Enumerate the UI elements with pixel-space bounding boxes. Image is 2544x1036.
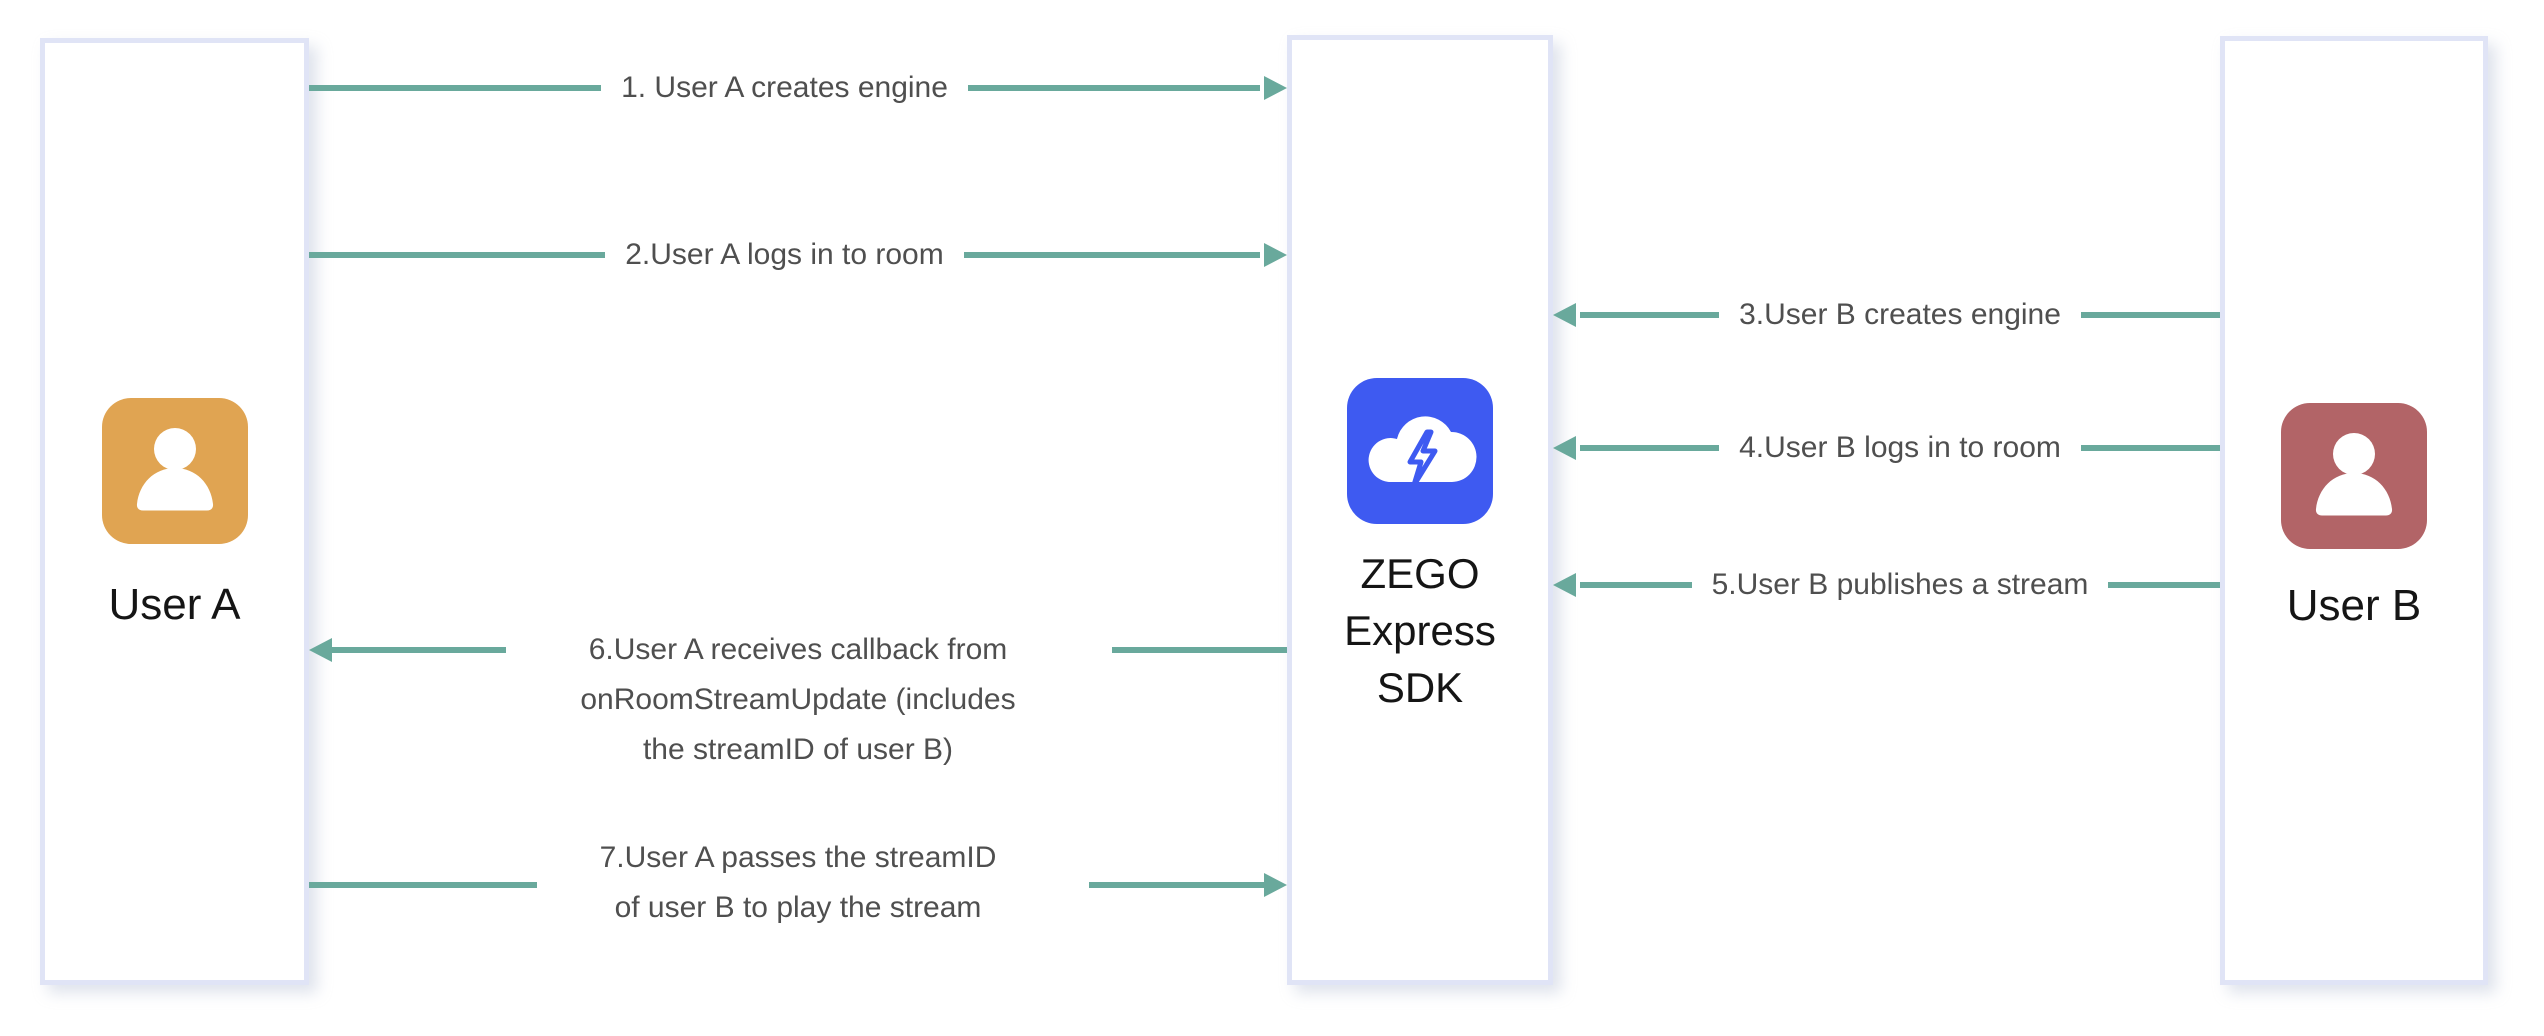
message-1-arrow: 1. User A creates engine xyxy=(309,63,1287,113)
arrowhead-left-icon xyxy=(1553,436,1576,460)
message-6-line: 6.User A receives callback from xyxy=(588,633,1008,666)
sdk-label-line: SDK xyxy=(1376,664,1464,711)
arrowhead-right-icon xyxy=(1264,243,1287,267)
message-7-label: 7.User A passes the streamID of user B t… xyxy=(309,833,1287,933)
message-1-label: 1. User A creates engine xyxy=(621,71,948,104)
sdk-label-line: Express xyxy=(1344,607,1496,654)
arrow-line xyxy=(2080,445,2221,451)
arrowhead-left-icon xyxy=(1553,303,1576,327)
person-icon xyxy=(136,428,213,511)
message-2-arrow: 2.User A logs in to room xyxy=(309,230,1287,280)
message-5-arrow: 5.User B publishes a stream xyxy=(1553,560,2220,610)
message-7-line: of user B to play the stream xyxy=(614,891,982,924)
arrowhead-left-icon xyxy=(1553,573,1576,597)
arrow-line xyxy=(309,882,537,888)
message-3-arrow: 3.User B creates engine xyxy=(1553,290,2220,340)
message-3-label: 3.User B creates engine xyxy=(1739,298,2061,331)
arrow-line xyxy=(309,252,606,258)
person-icon xyxy=(2315,433,2393,516)
arrow-line xyxy=(1580,445,1720,451)
sdk-label-line: ZEGO xyxy=(1360,550,1480,597)
actor-box-user-b: User B xyxy=(2220,36,2488,985)
actor-box-user-a: User A xyxy=(40,38,309,985)
cloud-lightning-icon xyxy=(1368,416,1477,488)
user-a-label: User A xyxy=(108,580,241,629)
arrowhead-left-icon xyxy=(309,638,332,662)
arrow-line xyxy=(330,647,506,653)
sdk-badge xyxy=(1347,378,1493,524)
message-5-label: 5.User B publishes a stream xyxy=(1711,568,2089,601)
user-b-label: User B xyxy=(2286,581,2422,630)
arrow-line xyxy=(1580,582,1692,588)
arrow-line xyxy=(963,252,1260,258)
message-7-line: 7.User A passes the streamID xyxy=(599,841,997,874)
sdk-label: ZEGO Express SDK xyxy=(1292,545,1548,716)
user-a-avatar xyxy=(101,398,248,544)
arrow-line xyxy=(1112,647,1287,653)
arrow-line xyxy=(309,85,602,91)
arrow-line xyxy=(1089,882,1266,888)
message-6-line: the streamID of user B) xyxy=(642,733,954,766)
arrow-line xyxy=(1580,312,1720,318)
arrow-line xyxy=(967,85,1260,91)
message-6-line: onRoomStreamUpdate (includes xyxy=(580,683,1016,716)
message-4-arrow: 4.User B logs in to room xyxy=(1553,423,2221,473)
message-4-label: 4.User B logs in to room xyxy=(1739,431,2061,464)
message-2-label: 2.User A logs in to room xyxy=(625,238,944,271)
arrowhead-right-icon xyxy=(1264,873,1287,897)
message-6-label: 6.User A receives callback from onRoomSt… xyxy=(309,625,1287,775)
actor-box-sdk: ZEGO Express SDK xyxy=(1287,35,1553,985)
arrowhead-right-icon xyxy=(1264,76,1287,100)
arrow-line xyxy=(2080,312,2220,318)
user-b-avatar xyxy=(2281,403,2427,549)
arrow-line xyxy=(2108,582,2220,588)
